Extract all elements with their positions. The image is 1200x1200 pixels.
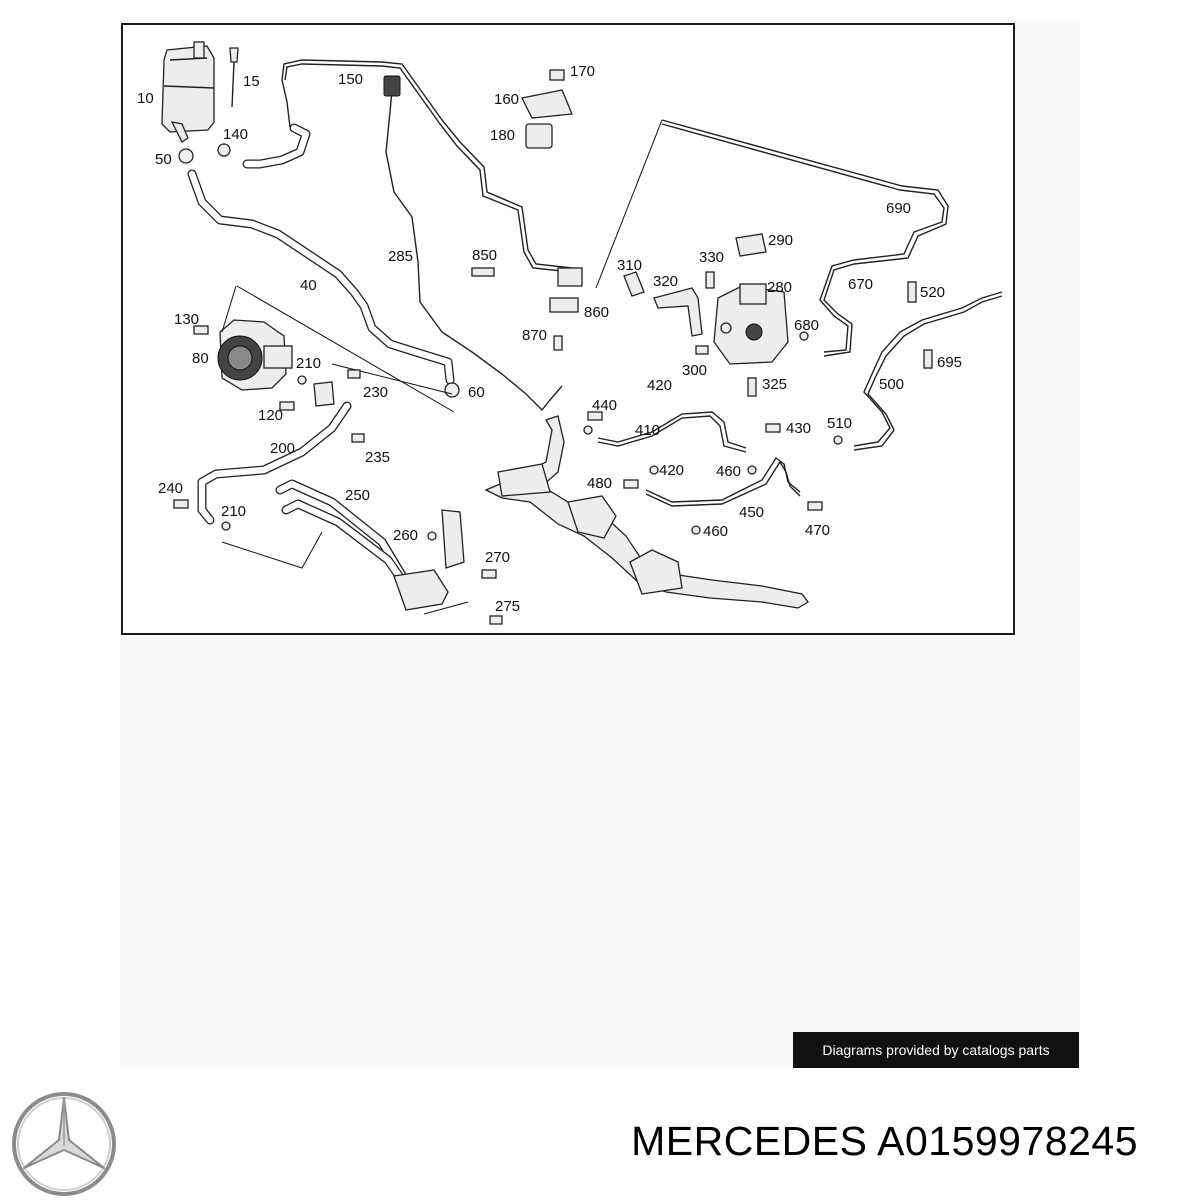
callout-230: 230 (363, 384, 388, 401)
callout-240: 240 (158, 480, 183, 497)
callout-200: 200 (270, 440, 295, 457)
callout-60: 60 (468, 384, 485, 401)
callout-40: 40 (300, 277, 317, 294)
callout-250: 250 (345, 487, 370, 504)
callout-210-a: 210 (296, 355, 321, 372)
callout-130: 130 (174, 311, 199, 328)
line-500-part (853, 291, 1003, 447)
callout-285: 285 (388, 248, 413, 265)
bolt-icons (173, 69, 933, 625)
wire-harness-285-part (385, 89, 563, 412)
callout-410: 410 (635, 422, 660, 439)
callout-280: 280 (767, 279, 792, 296)
line-150-part (281, 59, 573, 269)
parts-diagram-svg: 10 15 150 170 160 180 140 50 690 290 330… (137, 41, 1003, 625)
callout-670: 670 (848, 276, 873, 293)
callout-440: 440 (592, 397, 617, 414)
callout-510: 510 (827, 415, 852, 432)
callout-275: 275 (495, 598, 520, 615)
callout-270: 270 (485, 549, 510, 566)
callout-310: 310 (617, 257, 642, 274)
callout-300: 300 (682, 362, 707, 379)
callout-420-a: 420 (647, 377, 672, 394)
callout-860: 860 (584, 304, 609, 321)
callout-680: 680 (794, 317, 819, 334)
cooler-250-part (275, 479, 465, 611)
callout-460-a: 460 (716, 463, 741, 480)
line-670-part (661, 119, 949, 357)
washer-icons (221, 331, 843, 541)
callout-460-b: 460 (703, 523, 728, 540)
callout-480: 480 (587, 475, 612, 492)
callout-520: 520 (920, 284, 945, 301)
callout-50: 50 (155, 151, 172, 168)
callout-870: 870 (522, 327, 547, 344)
bracket-320-part (653, 287, 703, 337)
callout-695: 695 (937, 354, 962, 371)
callout-150: 150 (338, 71, 363, 88)
callout-170: 170 (570, 63, 595, 80)
callout-500: 500 (879, 376, 904, 393)
mercedes-star-icon (12, 1092, 116, 1196)
callout-290: 290 (768, 232, 793, 249)
callout-325: 325 (762, 376, 787, 393)
item-310-part (623, 271, 645, 297)
part-title: MERCEDES A0159978245 (631, 1118, 1138, 1165)
callout-235: 235 (365, 449, 390, 466)
reservoir-part (161, 41, 215, 143)
credit-text: Diagrams provided by catalogs parts (822, 1042, 1050, 1058)
callout-180: 180 (490, 127, 515, 144)
clamp-50-part (178, 148, 194, 164)
callout-140: 140 (223, 126, 248, 143)
clamp-60-part (444, 382, 460, 398)
callout-260: 260 (393, 527, 418, 544)
callout-470: 470 (805, 522, 830, 539)
callout-210-b: 210 (221, 503, 246, 520)
callout-450: 450 (739, 504, 764, 521)
callout-330: 330 (699, 249, 724, 266)
callout-690: 690 (886, 200, 911, 217)
connector-part (383, 75, 401, 97)
dipstick-part (229, 47, 239, 108)
crossmember-part (484, 415, 809, 609)
valve-block-part (713, 283, 789, 365)
callout-160: 160 (494, 91, 519, 108)
clamp-140-part (217, 143, 231, 157)
cap-290-part (735, 233, 767, 257)
credit-banner: Diagrams provided by catalogs parts (793, 1032, 1079, 1068)
parts-diagram: 10 15 150 170 160 180 140 50 690 290 330… (121, 23, 1015, 635)
callout-320: 320 (653, 273, 678, 290)
pump-part (217, 319, 293, 391)
callout-labels: 10 15 150 170 160 180 140 50 690 290 330… (137, 63, 962, 615)
callout-10: 10 (137, 90, 154, 107)
line-410-part (597, 411, 747, 449)
part-number: A0159978245 (877, 1118, 1138, 1164)
callout-15: 15 (243, 73, 260, 90)
callout-430: 430 (786, 420, 811, 437)
callout-120: 120 (258, 407, 283, 424)
brand-name: MERCEDES (631, 1118, 868, 1164)
callout-80: 80 (192, 350, 209, 367)
callout-850: 850 (472, 247, 497, 264)
callout-420-b: 420 (659, 462, 684, 479)
